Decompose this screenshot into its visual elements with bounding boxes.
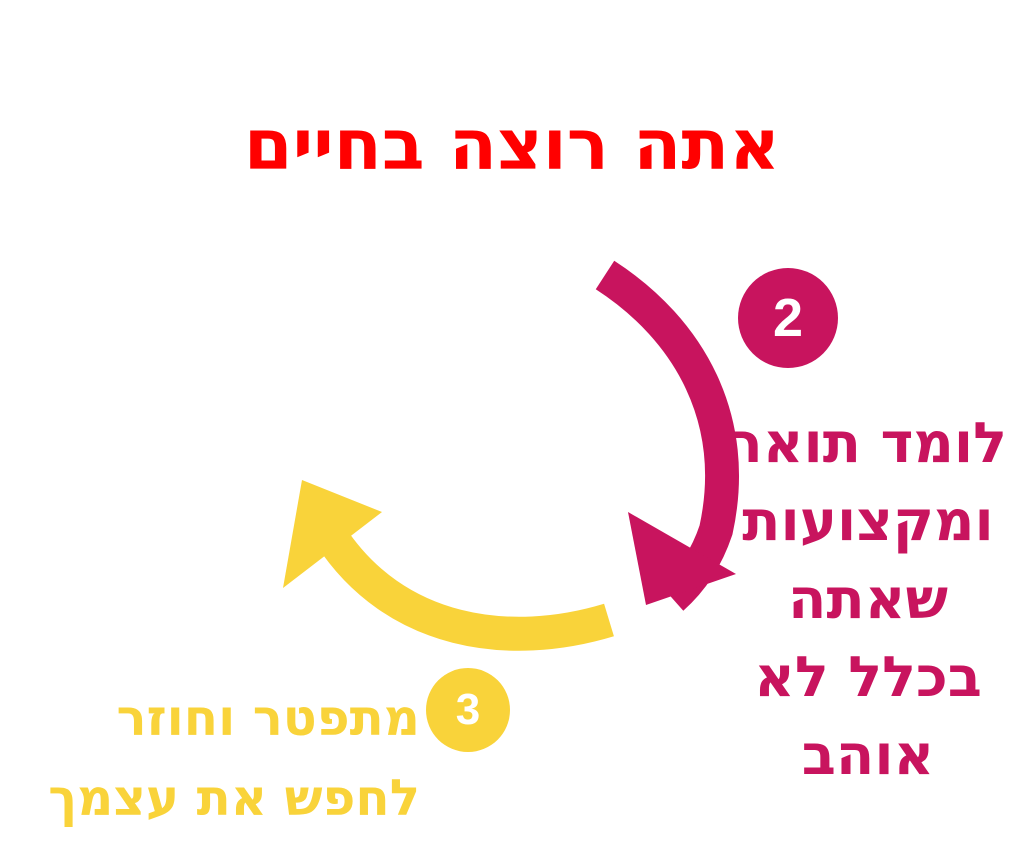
step-2-badge: 2 bbox=[738, 268, 838, 368]
step-2-line: אוהב bbox=[801, 723, 935, 788]
step-3-badge: 3 bbox=[426, 668, 510, 752]
step-2-line: שאתה bbox=[788, 567, 948, 632]
step-3-text: מתפטר וחוזר לחפש את עצמך bbox=[0, 678, 420, 838]
step-3-line: מתפטר וחוזר bbox=[116, 689, 421, 747]
yellow-curved-arrow-icon bbox=[283, 480, 614, 651]
step-2-text: לומד תואר ומקצועות שאתה בכלל לא אוהב bbox=[712, 405, 1024, 795]
step-2-line: לומד תואר bbox=[728, 411, 1007, 476]
magenta-curved-arrow-icon bbox=[595, 260, 740, 611]
step-2-line: ומקצועות bbox=[742, 489, 994, 554]
diagram-title: אתה רוצה בחיים bbox=[243, 104, 781, 186]
step-2-line: בכלל לא bbox=[754, 645, 982, 710]
step-3-line: לחפש את עצמך bbox=[48, 769, 420, 827]
